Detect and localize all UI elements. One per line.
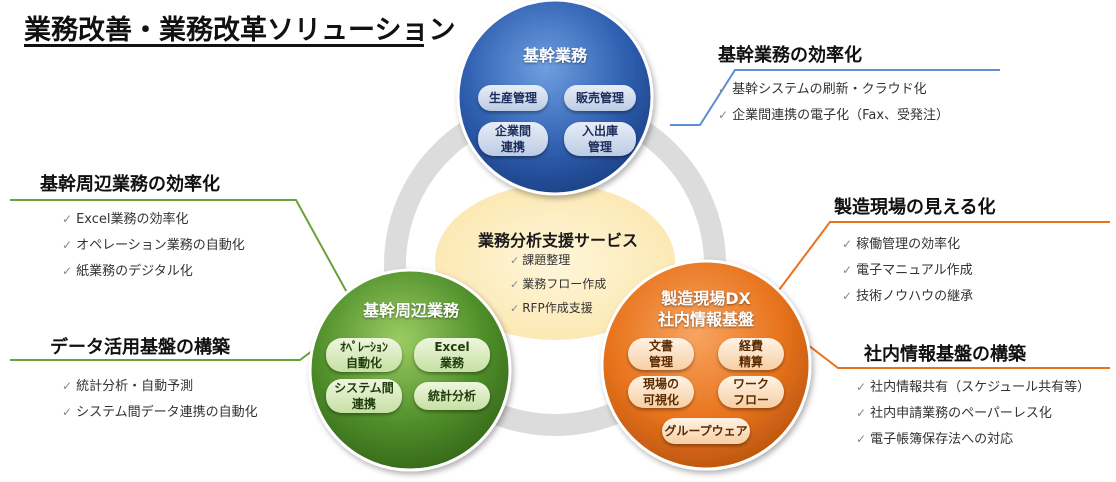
callout-data-list: 統計分析・自動予測 システム間データ連携の自動化 — [62, 373, 258, 425]
core-circle-label: 基幹業務 — [522, 46, 587, 65]
pill-statistical-analysis: 統計分析 — [414, 382, 490, 410]
callout-peripheral-item: Excel業務の効率化 — [62, 206, 245, 232]
pill-excel-work: Excel 業務 — [414, 338, 490, 372]
callout-factory-item: 技術ノウハウの継承 — [842, 283, 973, 309]
callout-internal-item: 社内情報共有（スケジュール共有等） — [856, 374, 1090, 400]
connector-factory-bottom — [807, 344, 1110, 369]
center-list-item: 業務フロー作成 — [510, 272, 606, 296]
pill-expense-settlement: 経費 精算 — [718, 338, 784, 370]
title-underline — [24, 44, 424, 47]
pill-groupware: グループウェア — [662, 418, 750, 444]
pill-site-visualization: 現場の 可視化 — [628, 376, 694, 408]
callout-internal-item: 社内申請業務のペーパーレス化 — [856, 400, 1090, 426]
callout-factory-item: 電子マニュアル作成 — [842, 257, 973, 283]
factory-circle-label-line2: 社内情報基盤 — [657, 310, 754, 329]
callout-core-list: 基幹システムの刷新・クラウド化 企業間連携の電子化（Fax、受発注） — [718, 76, 949, 128]
pill-inventory-mgmt: 入出庫 管理 — [564, 122, 636, 156]
pill-system-integration: システム間 連携 — [326, 379, 402, 413]
connector-peripheral-top — [10, 199, 351, 299]
peripheral-circle — [308, 268, 512, 472]
center-list-item: 課題整理 — [510, 248, 606, 272]
callout-factory-item: 稼働管理の効率化 — [842, 231, 973, 257]
pill-sales-mgmt: 販売管理 — [564, 85, 636, 111]
pill-production-mgmt: 生産管理 — [478, 85, 548, 111]
center-list-item: RFP作成支援 — [510, 296, 606, 320]
callout-core-heading: 基幹業務の効率化 — [718, 45, 862, 66]
pill-workflow: ワーク フロー — [718, 376, 784, 408]
pill-b2b-integration: 企業間 連携 — [478, 122, 548, 156]
center-list: 課題整理 業務フロー作成 RFP作成支援 — [510, 248, 606, 320]
callout-data-item: システム間データ連携の自動化 — [62, 399, 258, 425]
connector-factory-top — [769, 221, 1110, 303]
callout-peripheral-heading: 基幹周辺業務の効率化 — [40, 174, 220, 195]
factory-circle-label-line1: 製造現場DX — [661, 289, 751, 308]
pill-document-mgmt: 文書 管理 — [628, 338, 694, 370]
center-title: 業務分析支援サービス — [478, 231, 639, 250]
callout-peripheral-item: オペレーション業務の自動化 — [62, 232, 245, 258]
callout-peripheral-item: 紙業務のデジタル化 — [62, 258, 245, 284]
callout-data-item: 統計分析・自動予測 — [62, 373, 258, 399]
pill-operation-automation: ｵﾍﾟﾚｰｼｮﾝ 自動化 — [326, 338, 402, 372]
factory-circle — [600, 259, 812, 471]
callout-internal-item: 電子帳簿保存法への対応 — [856, 426, 1090, 452]
callout-core-item: 企業間連携の電子化（Fax、受発注） — [718, 102, 949, 128]
peripheral-circle-label: 基幹周辺業務 — [362, 301, 459, 320]
callout-core-item: 基幹システムの刷新・クラウド化 — [718, 76, 949, 102]
callout-factory-heading: 製造現場の見える化 — [834, 197, 996, 218]
callout-factory-list: 稼働管理の効率化 電子マニュアル作成 技術ノウハウの継承 — [842, 231, 973, 309]
callout-peripheral-list: Excel業務の効率化 オペレーション業務の自動化 紙業務のデジタル化 — [62, 206, 245, 284]
page-title: 業務改善・業務改革ソリューション — [24, 15, 456, 46]
callout-internal-heading: 社内情報基盤の構築 — [864, 344, 1026, 365]
callout-data-heading: データ活用基盤の構築 — [50, 337, 230, 358]
callout-internal-list: 社内情報共有（スケジュール共有等） 社内申請業務のペーパーレス化 電子帳簿保存法… — [856, 374, 1090, 452]
